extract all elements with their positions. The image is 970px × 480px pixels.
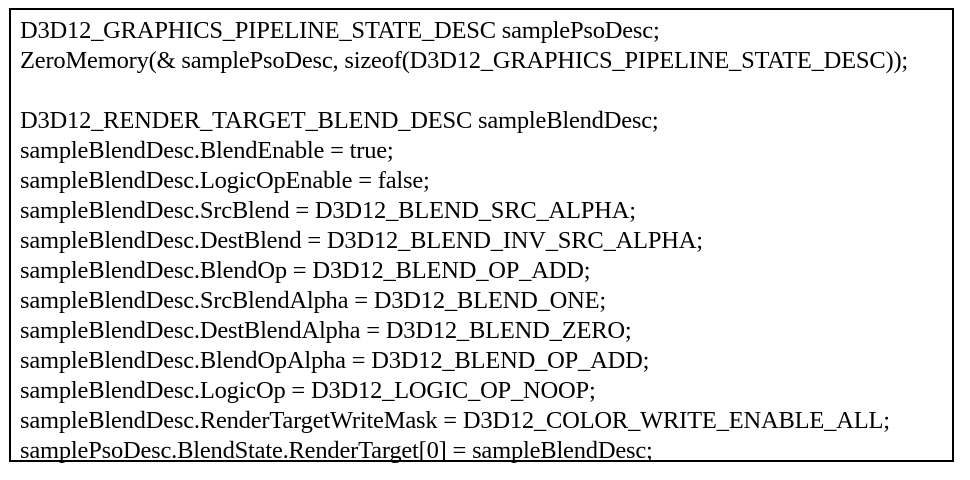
code-line: sampleBlendDesc.SrcBlendAlpha = D3D12_BL… xyxy=(20,287,606,314)
code-line-blank xyxy=(20,76,908,106)
code-line: D3D12_RENDER_TARGET_BLEND_DESC sampleBle… xyxy=(20,107,659,134)
code-line: sampleBlendDesc.BlendOp = D3D12_BLEND_OP… xyxy=(20,257,591,284)
code-line: sampleBlendDesc.DestBlendAlpha = D3D12_B… xyxy=(20,317,632,344)
code-listing-box: D3D12_GRAPHICS_PIPELINE_STATE_DESC sampl… xyxy=(9,8,954,464)
code-line: D3D12_GRAPHICS_PIPELINE_STATE_DESC sampl… xyxy=(20,17,660,44)
code-line: sampleBlendDesc.DestBlend = D3D12_BLEND_… xyxy=(20,227,703,254)
code-line: samplePsoDesc.BlendState.RenderTarget[0]… xyxy=(20,437,653,464)
code-line: ZeroMemory(& samplePsoDesc, sizeof(D3D12… xyxy=(20,47,909,74)
code-line: sampleBlendDesc.BlendEnable = true; xyxy=(20,137,394,164)
code-line: sampleBlendDesc.SrcBlend = D3D12_BLEND_S… xyxy=(20,197,636,224)
code-line: sampleBlendDesc.BlendOpAlpha = D3D12_BLE… xyxy=(20,347,650,374)
code-line: sampleBlendDesc.LogicOpEnable = false; xyxy=(20,167,430,194)
code-line: sampleBlendDesc.RenderTargetWriteMask = … xyxy=(20,407,890,434)
code-line: sampleBlendDesc.LogicOp = D3D12_LOGIC_OP… xyxy=(20,377,596,404)
code-lines: D3D12_GRAPHICS_PIPELINE_STATE_DESC sampl… xyxy=(20,16,908,466)
